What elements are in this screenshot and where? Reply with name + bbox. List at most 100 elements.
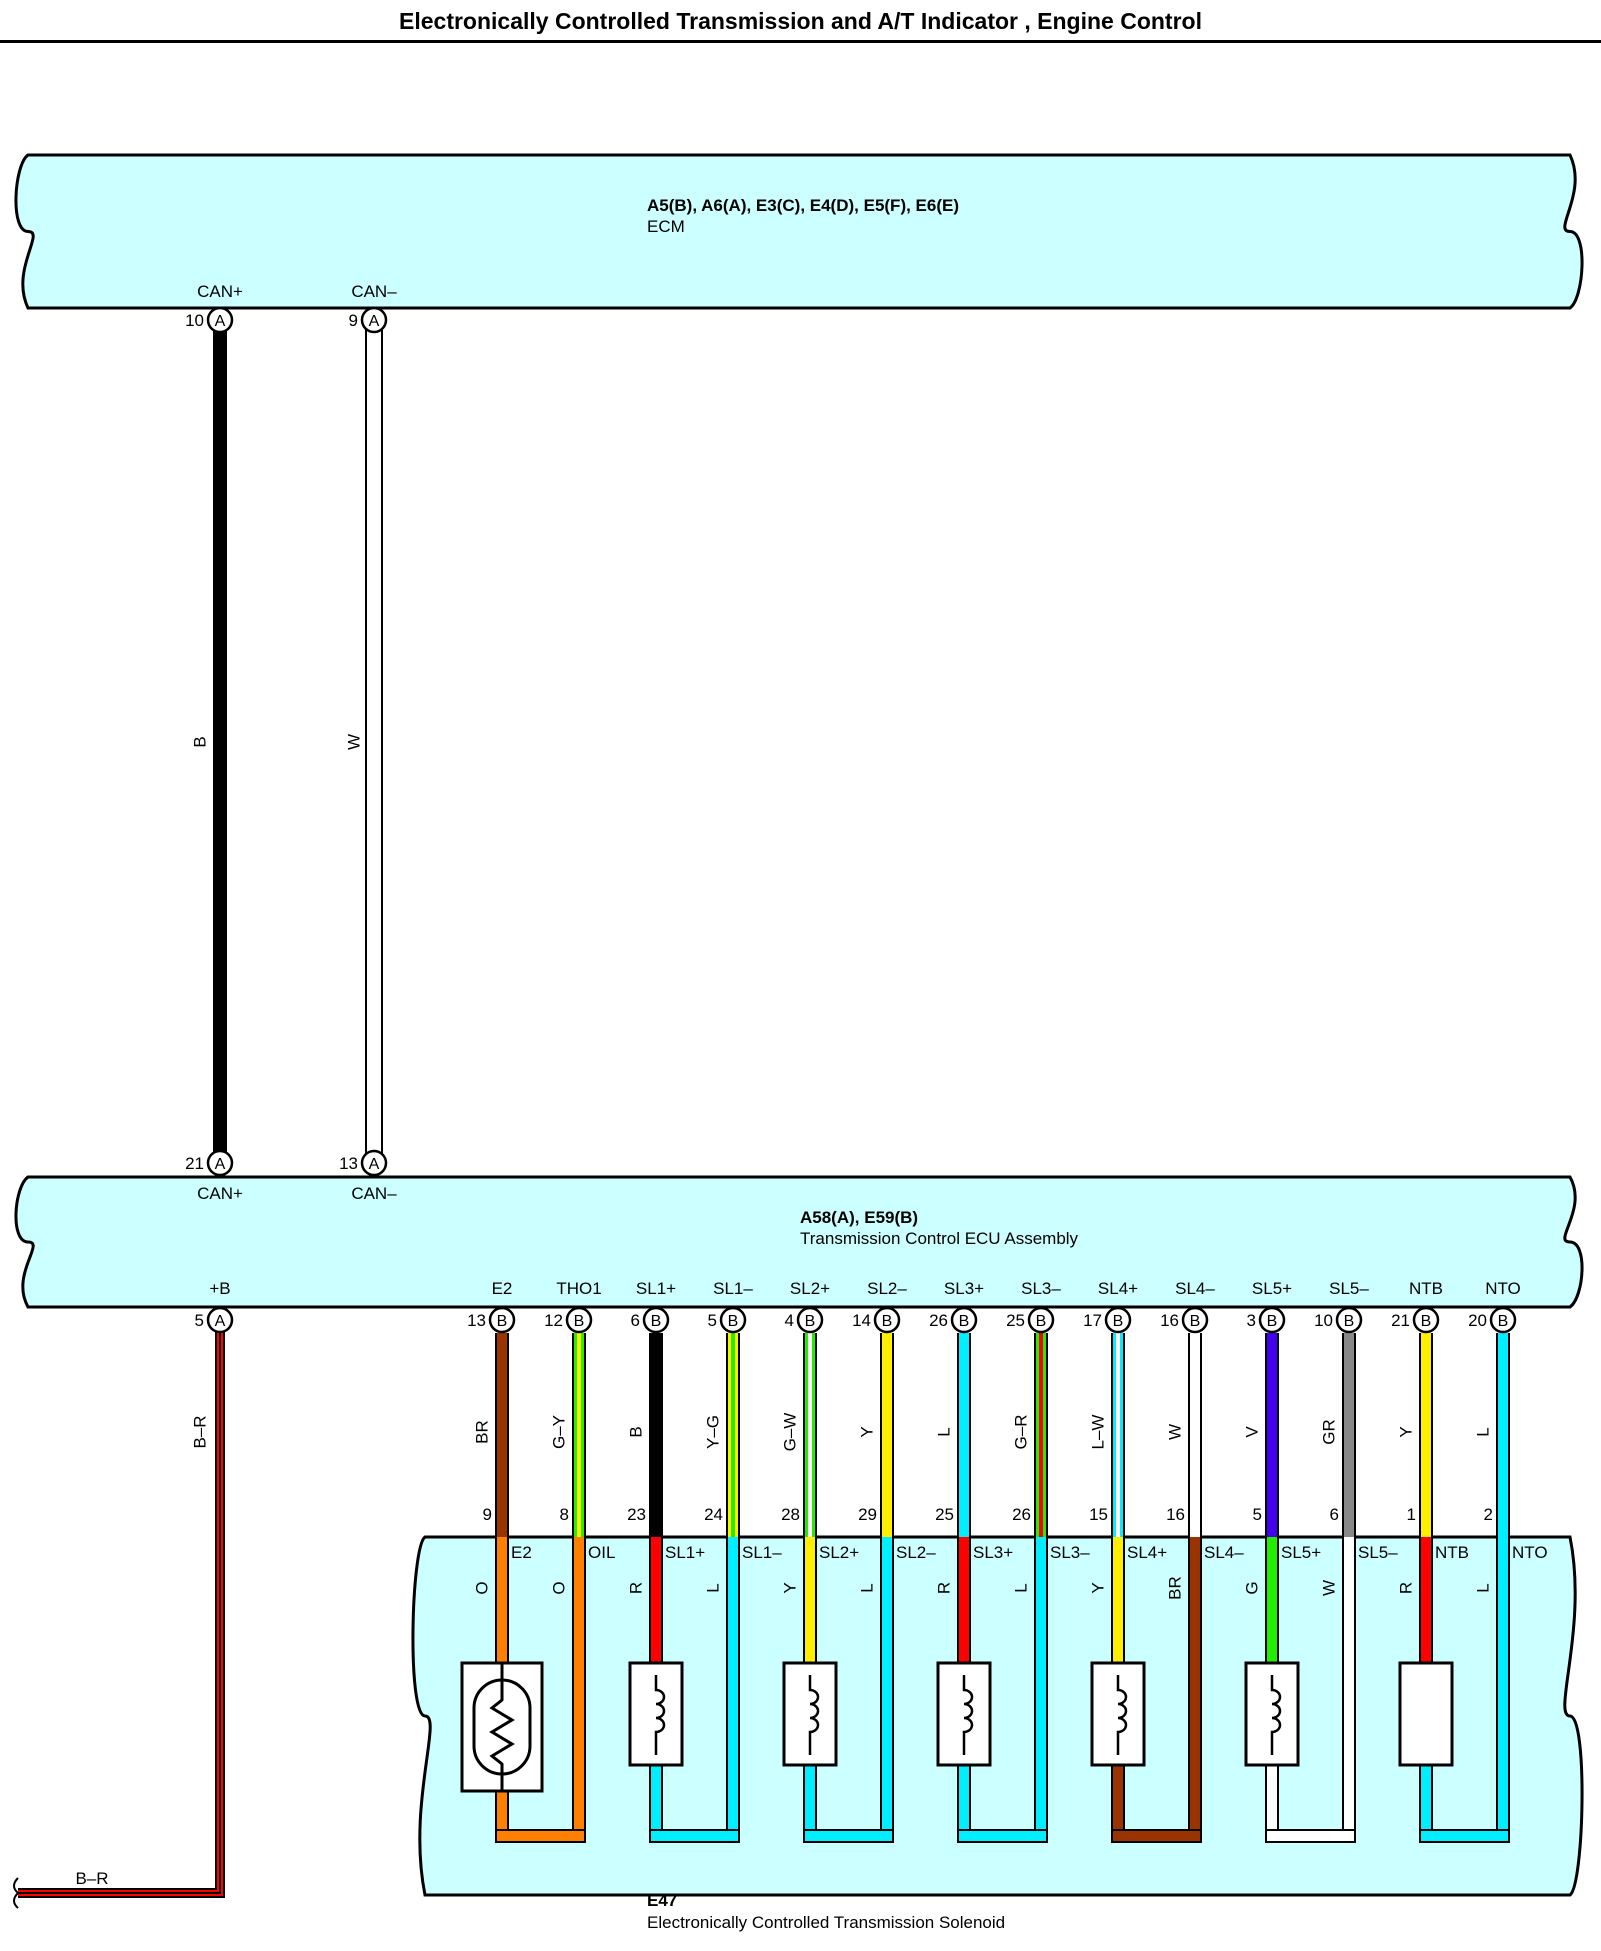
sol-loop-0-bottom — [497, 1831, 584, 1841]
power-wire — [18, 1320, 223, 1896]
harness-wire-code: GR — [1320, 1419, 1339, 1445]
solenoid-pin-label: SL2– — [896, 1543, 936, 1562]
solenoid-inner-wire-code: L — [858, 1583, 877, 1592]
tcu-bottom-pin-6-number: 14 — [852, 1311, 871, 1330]
ecm-pin-1-letter: A — [369, 313, 380, 330]
tcu-bottom-pin-14-letter: B — [1498, 1313, 1509, 1330]
solenoid-pin-label: NTO — [1512, 1543, 1548, 1562]
tcu-bottom-pin-7-letter: B — [959, 1313, 970, 1330]
solenoid-inner-wire-code: L — [704, 1583, 723, 1592]
coil-winding-icon — [808, 1675, 820, 1755]
solenoid-inner-wire-code: BR — [1166, 1576, 1185, 1600]
speed-sensor-icon — [1398, 1661, 1454, 1767]
ecm-pin-0 — [206, 306, 234, 334]
tcu-bottom-pin-3-letter: B — [651, 1313, 662, 1330]
solenoid-inner-wire-code: Y — [1089, 1582, 1108, 1593]
harness-wire-code: L — [1474, 1427, 1493, 1436]
sol-loop-5-right — [1344, 1537, 1354, 1843]
labels: A5(B), A6(A), E3(C), E4(D), E5(F), E6(E)… — [75, 196, 1547, 1932]
tcu-pin-label: SL1+ — [636, 1279, 676, 1298]
solenoid-inner-wire-code: L — [1012, 1583, 1031, 1592]
tcu-bottom-pin-12 — [1335, 1306, 1363, 1334]
sol-loop-0-right — [574, 1537, 584, 1843]
tcu-bottom-pin-5 — [796, 1306, 824, 1334]
ecm-name: ECM — [647, 217, 685, 236]
tcu-bottom-pin-10-letter: B — [1190, 1313, 1201, 1330]
tcu-bottom-pin-0-number: 5 — [195, 1311, 204, 1330]
harness-wire-code: Y–G — [704, 1415, 723, 1449]
harness-wire-3-stripe — [731, 1333, 735, 1537]
solenoid-pin-label: SL2+ — [819, 1543, 859, 1562]
harness-wire-code: Y — [1397, 1426, 1416, 1437]
harness-wire-code: Y — [858, 1426, 877, 1437]
wires — [13, 320, 1510, 1909]
solenoid-inner-wire-code: O — [550, 1581, 569, 1594]
tcu-bottom-pin-2-letter: B — [574, 1313, 585, 1330]
sol-loop-6-right — [1498, 1537, 1508, 1843]
sol-loop-6-left — [1421, 1537, 1431, 1665]
tcu-bottom-pin-13-number: 21 — [1391, 1311, 1410, 1330]
ecm-connectors: A5(B), A6(A), E3(C), E4(D), E5(F), E6(E) — [647, 196, 959, 215]
tcu-pin-label: SL2– — [867, 1279, 907, 1298]
tcu-pin-label: +B — [209, 1279, 230, 1298]
tcu-pin-label: NTB — [1409, 1279, 1443, 1298]
harness-wire-code: G–Y — [550, 1415, 569, 1449]
harness-wire-2 — [651, 1333, 661, 1537]
solenoid-name: Electronically Controlled Transmission S… — [647, 1913, 1005, 1932]
tcu-pin-label: E2 — [492, 1279, 513, 1298]
tcu-bottom-pin-11-letter: B — [1267, 1313, 1278, 1330]
coil-winding-icon — [1116, 1675, 1128, 1755]
tcu-bottom-pin-1-number: 13 — [467, 1311, 486, 1330]
tcu-pin-label: SL2+ — [790, 1279, 830, 1298]
ecm-pin-1 — [360, 306, 388, 334]
tcu-bottom-pin-12-number: 10 — [1314, 1311, 1333, 1330]
harness-wire-code: BR — [473, 1420, 492, 1444]
solenoid-pin-label: SL4+ — [1127, 1543, 1167, 1562]
harness-wire-9 — [1190, 1333, 1200, 1537]
tcu-bottom-pin-9-letter: B — [1113, 1313, 1124, 1330]
tcu-bottom-pin-2 — [565, 1306, 593, 1334]
tcu-pin-label: SL4+ — [1098, 1279, 1138, 1298]
harness-wire-6 — [959, 1333, 969, 1537]
sol-loop-1-right — [728, 1537, 738, 1843]
tcu-bottom-pin-9-number: 17 — [1083, 1311, 1102, 1330]
tcu-pin-label: SL1– — [713, 1279, 753, 1298]
tcu-name: Transmission Control ECU Assembly — [800, 1229, 1079, 1248]
tcu-pin-label: SL4– — [1175, 1279, 1215, 1298]
harness-wire-0 — [497, 1333, 507, 1537]
diagram-title: Electronically Controlled Transmission a… — [399, 8, 1202, 34]
solenoid-inner-wire-code: G — [1243, 1581, 1262, 1594]
solenoid-pin-number: 6 — [1330, 1505, 1339, 1524]
solenoid-pin-label: NTB — [1435, 1543, 1469, 1562]
solenoid-pin-number: 15 — [1089, 1505, 1108, 1524]
solenoid-pin-label: SL3+ — [973, 1543, 1013, 1562]
tcu-bottom-pin-13-letter: B — [1421, 1313, 1432, 1330]
sol-loop-5-bottom — [1267, 1831, 1354, 1841]
solenoid-connector: E47 — [647, 1891, 677, 1910]
sol-loop-4-bottom — [1113, 1831, 1200, 1841]
solenoid-pin-number: 24 — [704, 1505, 723, 1524]
harness-wire-code: W — [1166, 1424, 1185, 1440]
tcu-bottom-pin-6 — [873, 1306, 901, 1334]
solenoid-pin-number: 9 — [483, 1505, 492, 1524]
solenoid-pin-number: 16 — [1166, 1505, 1185, 1524]
sol-loop-6-bottom — [1421, 1831, 1508, 1841]
solenoid-pin-label: SL1– — [742, 1543, 782, 1562]
resistor-zigzag-icon — [489, 1663, 515, 1791]
ecm-pin-0-number: 10 — [185, 311, 204, 330]
coil-winding-icon — [962, 1675, 974, 1755]
solenoid-pin-number: 2 — [1484, 1505, 1493, 1524]
sol-loop-3-bottom — [959, 1831, 1046, 1841]
solenoid-pin-number: 28 — [781, 1505, 800, 1524]
tcu-bottom-pin-0-letter: A — [215, 1313, 226, 1330]
harness-wire-1-stripe — [577, 1333, 581, 1537]
power-wire-outline — [18, 1320, 225, 1898]
tcu-bottom-pin-11-number: 3 — [1247, 1311, 1256, 1330]
tcu-bottom-pin-4 — [719, 1306, 747, 1334]
tcu-bottom-pin-5-letter: B — [805, 1313, 816, 1330]
tcu-bottom-pin-5-number: 4 — [785, 1311, 794, 1330]
tcu-bottom-pin-10-number: 16 — [1160, 1311, 1179, 1330]
tcu-bottom-pin-13 — [1412, 1306, 1440, 1334]
tcu-bottom-pin-2-number: 12 — [544, 1311, 563, 1330]
tcu-pin-label: NTO — [1485, 1279, 1521, 1298]
